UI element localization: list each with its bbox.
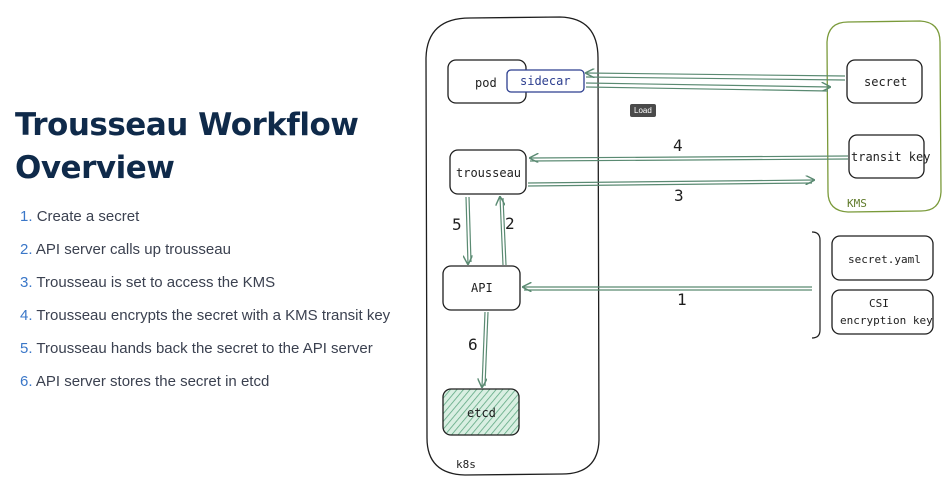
secret-yaml-box xyxy=(831,235,934,281)
secret-yaml-label: secret.yaml xyxy=(848,253,921,266)
api-label: API xyxy=(471,281,493,295)
step-item: 1. Create a secret xyxy=(20,205,390,238)
page-title: Trousseau Workflow Overview xyxy=(15,104,359,190)
input-bracket xyxy=(811,231,821,339)
arrow-6 xyxy=(482,311,489,387)
secret-label: secret xyxy=(864,75,907,89)
k8s-label: k8s xyxy=(456,458,476,471)
api-box xyxy=(442,265,521,311)
step-number: 3. xyxy=(20,274,33,291)
step-number: 2. xyxy=(20,241,33,258)
trousseau-label: trousseau xyxy=(456,166,521,180)
kms-label: KMS xyxy=(847,197,867,210)
trousseau-box xyxy=(449,149,527,195)
load-badge[interactable]: Load xyxy=(630,104,656,117)
step-item: 3. Trousseau is set to access the KMS xyxy=(20,271,390,304)
arrow-4 xyxy=(530,156,849,161)
sidecar-box xyxy=(506,69,585,93)
kms-box xyxy=(826,20,942,213)
arrow-5 xyxy=(466,196,471,264)
sidecar-label: sidecar xyxy=(520,74,571,88)
etcd-label: etcd xyxy=(467,406,496,420)
transit-key-box xyxy=(848,134,925,179)
step-number: 6. xyxy=(20,373,33,390)
secret-box xyxy=(846,59,923,104)
step-text: API server stores the secret in etcd xyxy=(35,373,270,390)
sidecar-secret-arrows xyxy=(586,73,846,91)
edge-label-4: 4 xyxy=(673,136,683,155)
edge-label-5: 5 xyxy=(452,215,462,234)
etcd-box xyxy=(442,388,520,436)
arrow-2 xyxy=(500,197,507,266)
step-text: API server calls up trousseau xyxy=(35,241,231,258)
step-text: Trousseau encrypts the secret with a KMS… xyxy=(36,307,391,324)
page-title-line1: Trousseau Workflow xyxy=(15,107,359,143)
csi-encryption-key-box xyxy=(831,289,934,335)
workflow-steps-list: 1. Create a secret 2. API server calls u… xyxy=(20,205,390,403)
step-text: Trousseau hands back the secret to the A… xyxy=(36,340,373,357)
arrow-1 xyxy=(523,287,812,290)
step-item: 6. API server stores the secret in etcd xyxy=(20,370,390,403)
step-item: 5. Trousseau hands back the secret to th… xyxy=(20,337,390,370)
pod-label: pod xyxy=(475,76,497,90)
edge-label-1: 1 xyxy=(677,290,687,309)
arrow-3 xyxy=(527,180,814,187)
k8s-cluster-box xyxy=(425,16,600,476)
edge-label-3: 3 xyxy=(674,186,684,205)
step-item: 4. Trousseau encrypts the secret with a … xyxy=(20,304,390,337)
csi-label-line1: CSI xyxy=(869,297,889,310)
step-text: Trousseau is set to access the KMS xyxy=(36,274,276,291)
transit-key-label: transit key xyxy=(851,150,930,164)
step-text: Create a secret xyxy=(36,208,140,225)
edge-label-2: 2 xyxy=(505,214,515,233)
step-item: 2. API server calls up trousseau xyxy=(20,238,390,271)
csi-label-line2: encryption key xyxy=(840,314,933,327)
step-number: 4. xyxy=(20,307,33,324)
page-title-line2: Overview xyxy=(15,150,175,186)
step-number: 1. xyxy=(20,208,33,225)
step-number: 5. xyxy=(20,340,33,357)
edge-label-6: 6 xyxy=(468,335,478,354)
